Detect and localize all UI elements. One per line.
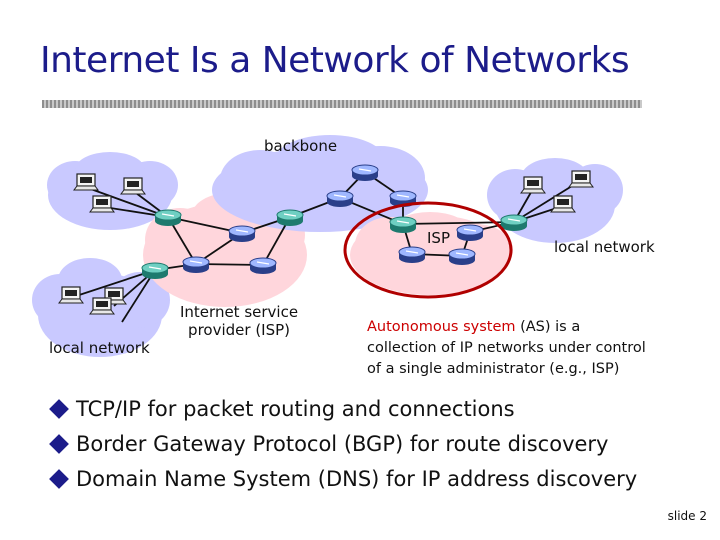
callout-line3: of a single administrator (e.g., ISP) <box>367 361 620 377</box>
bullet-list: TCP/IP for packet routing and connection… <box>46 394 637 499</box>
router-icon <box>326 190 354 208</box>
router-icon <box>154 209 182 227</box>
diamond-bullet-icon <box>49 469 69 489</box>
callout-line1: Autonomous system (AS) is a <box>367 317 646 338</box>
slide-number: slide 2 <box>667 509 707 523</box>
router-icon <box>276 209 304 227</box>
left-local-network-label: local network <box>49 339 150 357</box>
bullet-text: TCP/IP for packet routing and connection… <box>76 397 515 421</box>
router-icon <box>249 257 277 275</box>
computer-icon <box>89 297 115 315</box>
bullet-item: TCP/IP for packet routing and connection… <box>46 394 637 429</box>
title-underline <box>42 100 642 108</box>
router-icon <box>141 262 169 280</box>
router-icon <box>182 256 210 274</box>
diamond-bullet-icon <box>49 434 69 454</box>
bullet-item: Border Gateway Protocol (BGP) for route … <box>46 429 637 464</box>
computer-icon <box>550 195 576 213</box>
computer-icon <box>58 286 84 304</box>
router-icon <box>398 246 426 264</box>
computer-icon <box>568 170 594 188</box>
backbone-label: backbone <box>264 137 338 155</box>
computer-icon <box>120 177 146 195</box>
callout-line2: collection of IP networks under control <box>367 340 646 356</box>
router-icon <box>389 216 417 234</box>
right-local-network-label: local network <box>554 238 655 256</box>
callout-line1-rest: (AS) is a <box>515 319 581 335</box>
diamond-bullet-icon <box>49 399 69 419</box>
as-highlight-ellipse <box>343 201 513 299</box>
slide-title: Internet Is a Network of Networks <box>40 40 630 81</box>
bullet-text: Border Gateway Protocol (BGP) for route … <box>76 432 609 456</box>
as-callout: Autonomous system (AS) is a collection o… <box>367 317 646 380</box>
isp-cloud-label: Internet service provider (ISP) <box>180 303 298 339</box>
router-icon <box>500 214 528 232</box>
router-icon <box>448 248 476 266</box>
router-icon <box>456 224 484 242</box>
router-icon <box>351 164 379 182</box>
computer-icon <box>520 176 546 194</box>
computer-icon <box>89 195 115 213</box>
bullet-item: Domain Name System (DNS) for IP address … <box>46 464 637 499</box>
isp-cloud-label-line2: provider (ISP) <box>188 321 291 339</box>
isp-cloud-label-line1: Internet service <box>180 303 299 321</box>
router-icon <box>228 225 256 243</box>
computer-icon <box>73 173 99 191</box>
bullet-text: Domain Name System (DNS) for IP address … <box>76 467 638 491</box>
isp-label: ISP <box>427 229 450 247</box>
callout-highlight: Autonomous system <box>367 319 516 335</box>
